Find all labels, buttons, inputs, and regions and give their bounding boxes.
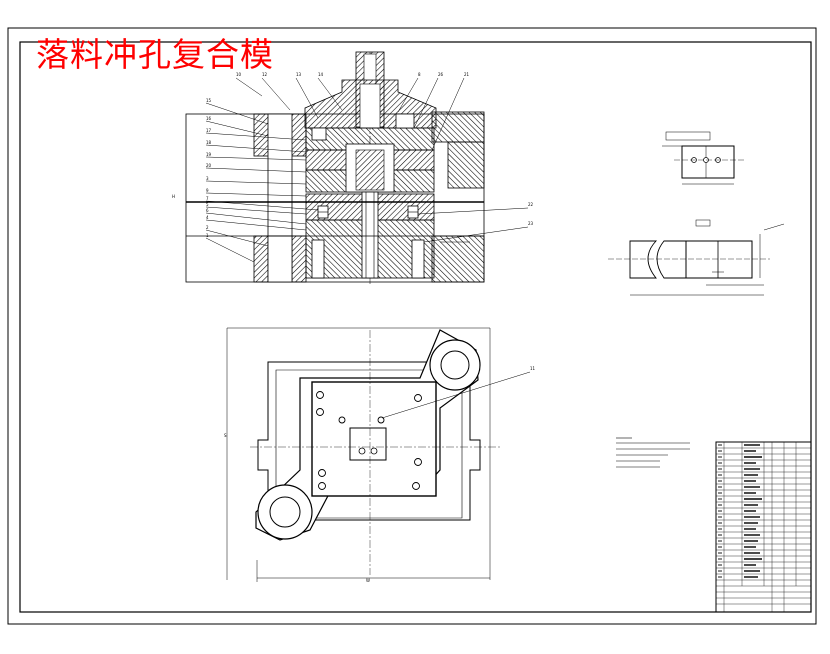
drawing-frame [7, 27, 817, 625]
svg-text:14: 14 [318, 72, 324, 77]
part-detail-view [608, 131, 785, 296]
svg-text:20: 20 [206, 163, 212, 168]
svg-text:12: 12 [262, 72, 268, 77]
drawing-title: 落料冲孔复合模 [36, 35, 274, 74]
parts-list-table [715, 441, 812, 613]
svg-text:10: 10 [236, 72, 242, 77]
technical-notes [616, 437, 690, 468]
plan-view: 11S W [224, 327, 536, 583]
svg-text:3: 3 [206, 176, 209, 181]
svg-text:18: 18 [206, 140, 212, 145]
svg-text:7: 7 [206, 196, 209, 201]
svg-text:22: 22 [528, 202, 534, 207]
svg-text:9: 9 [206, 188, 209, 193]
svg-text:2: 2 [206, 225, 209, 230]
svg-text:6: 6 [206, 208, 209, 213]
svg-text:19: 19 [206, 152, 212, 157]
svg-text:8: 8 [418, 72, 421, 77]
svg-text:26: 26 [438, 72, 444, 77]
svg-text:21: 21 [464, 72, 470, 77]
svg-text:23: 23 [528, 221, 534, 226]
svg-text:W: W [366, 578, 370, 583]
svg-text:4: 4 [206, 215, 209, 220]
svg-text:11: 11 [530, 366, 536, 371]
svg-text:S: S [224, 433, 227, 438]
svg-text:16: 16 [206, 116, 212, 121]
svg-text:15: 15 [206, 98, 212, 103]
svg-text:1: 1 [206, 233, 209, 238]
svg-text:H: H [172, 194, 175, 199]
svg-text:5: 5 [206, 202, 209, 207]
svg-text:13: 13 [296, 72, 302, 77]
svg-text:17: 17 [206, 128, 212, 133]
